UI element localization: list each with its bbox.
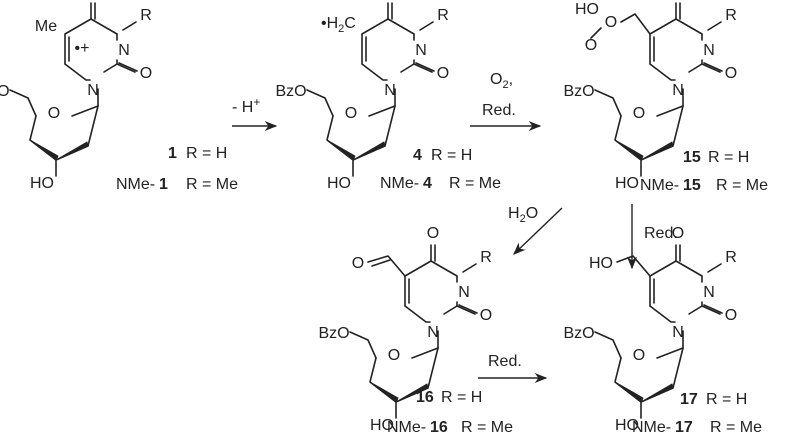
arrow-oxygenation: O2, Red. bbox=[470, 71, 542, 132]
svg-text:R: R bbox=[725, 7, 737, 24]
svg-text:O: O bbox=[388, 347, 400, 364]
svg-text:N: N bbox=[672, 324, 684, 341]
svg-text:BzO: BzO bbox=[275, 83, 306, 100]
svg-text:R = H: R = H bbox=[708, 149, 749, 166]
atom-ho: HO bbox=[30, 175, 54, 192]
arrow-deprotonation: - H+ bbox=[232, 95, 278, 132]
svg-text:1: 1 bbox=[168, 145, 177, 162]
svg-text:R = Me: R = Me bbox=[186, 176, 238, 193]
svg-text:NMe-: NMe- bbox=[632, 419, 671, 436]
svg-text:R = Me: R = Me bbox=[716, 177, 768, 194]
svg-text:R = H: R = H bbox=[441, 389, 482, 406]
svg-text:1: 1 bbox=[159, 176, 168, 193]
svg-text:HO: HO bbox=[370, 417, 394, 434]
atom-o-ring: O bbox=[48, 105, 60, 122]
svg-text:16: 16 bbox=[430, 419, 448, 436]
svg-text:NMe-: NMe- bbox=[640, 177, 679, 194]
primary-hydroxyl: HO bbox=[589, 255, 613, 272]
arrow-reduction-vertical: Red. bbox=[626, 204, 678, 270]
svg-text:BzO: BzO bbox=[563, 325, 594, 342]
svg-text:N: N bbox=[427, 324, 439, 341]
atom-bzo: BzO bbox=[0, 83, 10, 100]
compound-15-structure: N N O O R O BzO HO O HO O bbox=[563, 1, 737, 192]
svg-text:R = Me: R = Me bbox=[710, 419, 762, 436]
svg-text:R: R bbox=[725, 249, 737, 266]
atom-me: Me bbox=[35, 18, 57, 35]
svg-text:R = H: R = H bbox=[186, 145, 227, 162]
hydroperoxy: HO bbox=[575, 1, 599, 18]
svg-text:H2O: H2O bbox=[508, 205, 538, 225]
svg-text:O: O bbox=[345, 105, 357, 122]
svg-text:4: 4 bbox=[423, 175, 432, 192]
svg-text:NMe-: NMe- bbox=[380, 175, 419, 192]
svg-text:BzO: BzO bbox=[318, 325, 349, 342]
svg-text:O: O bbox=[672, 225, 684, 242]
svg-text:O: O bbox=[427, 225, 439, 242]
svg-text:16: 16 bbox=[416, 389, 434, 406]
svg-text:O: O bbox=[585, 37, 597, 54]
svg-text:O: O bbox=[725, 307, 737, 324]
svg-text:O: O bbox=[480, 307, 492, 324]
svg-text:Red.: Red. bbox=[644, 225, 678, 242]
arrow-hydrolysis: H2O bbox=[508, 205, 563, 255]
svg-text:O: O bbox=[633, 347, 645, 364]
svg-text:BzO: BzO bbox=[563, 83, 594, 100]
compound-4-label: 4 R = H NMe- 4 R = Me bbox=[380, 147, 501, 192]
compound-17-label: 17 R = H NMe- 17 R = Me bbox=[632, 391, 762, 436]
compound-15-label: 15 R = H NMe- 15 R = Me bbox=[640, 149, 768, 194]
compound-16-structure: N N O O R O BzO HO O bbox=[318, 225, 492, 434]
arrow-reduction-horizontal: Red. bbox=[478, 353, 548, 384]
compound-17-structure: N N O O R O BzO HO HO bbox=[563, 225, 737, 434]
svg-text:N: N bbox=[703, 42, 715, 59]
svg-text:R = H: R = H bbox=[706, 391, 747, 408]
svg-text:O2,: O2, bbox=[490, 71, 513, 91]
svg-text:15: 15 bbox=[683, 177, 701, 194]
svg-text:R = Me: R = Me bbox=[449, 175, 501, 192]
svg-text:N: N bbox=[672, 82, 684, 99]
svg-text:N: N bbox=[415, 42, 427, 59]
svg-text:Red.: Red. bbox=[488, 353, 522, 370]
radical-cation: •+ bbox=[75, 40, 90, 57]
atom-o2: O bbox=[140, 65, 152, 82]
svg-text:N: N bbox=[384, 82, 396, 99]
svg-text:15: 15 bbox=[683, 149, 701, 166]
svg-text:O: O bbox=[605, 14, 617, 31]
compound-4-structure: N N O O R O BzO HO •H2C bbox=[275, 2, 449, 192]
svg-text:R: R bbox=[480, 249, 492, 266]
svg-text:NMe-: NMe- bbox=[116, 176, 155, 193]
compound-1-structure: N N O O R O BzO HO Me •+ bbox=[0, 2, 152, 192]
svg-text:N: N bbox=[458, 284, 470, 301]
svg-text:O: O bbox=[437, 65, 449, 82]
svg-text:R = H: R = H bbox=[431, 147, 472, 164]
svg-text:17: 17 bbox=[675, 419, 693, 436]
atom-n1: N bbox=[87, 82, 99, 99]
svg-text:O: O bbox=[725, 65, 737, 82]
radical-ch2: •H2C bbox=[321, 15, 356, 35]
svg-text:HO: HO bbox=[615, 175, 639, 192]
svg-text:NMe-: NMe- bbox=[387, 419, 426, 436]
svg-text:17: 17 bbox=[680, 391, 698, 408]
svg-text:HO: HO bbox=[615, 417, 639, 434]
compound-1-label: 1 R = H NMe- 1 R = Me bbox=[116, 145, 238, 193]
svg-text:O: O bbox=[633, 105, 645, 122]
svg-text:4: 4 bbox=[413, 147, 422, 164]
svg-text:N: N bbox=[703, 284, 715, 301]
svg-text:R: R bbox=[437, 7, 449, 24]
svg-text:Red.: Red. bbox=[482, 102, 516, 119]
atom-n3: N bbox=[118, 42, 130, 59]
svg-text:- H+: - H+ bbox=[232, 95, 260, 116]
atom-r: R bbox=[140, 7, 152, 24]
compound-16-label: 16 R = H NMe- 16 R = Me bbox=[387, 389, 513, 436]
svg-text:HO: HO bbox=[327, 175, 351, 192]
svg-text:R = Me: R = Me bbox=[461, 419, 513, 436]
svg-text:O: O bbox=[352, 255, 364, 272]
